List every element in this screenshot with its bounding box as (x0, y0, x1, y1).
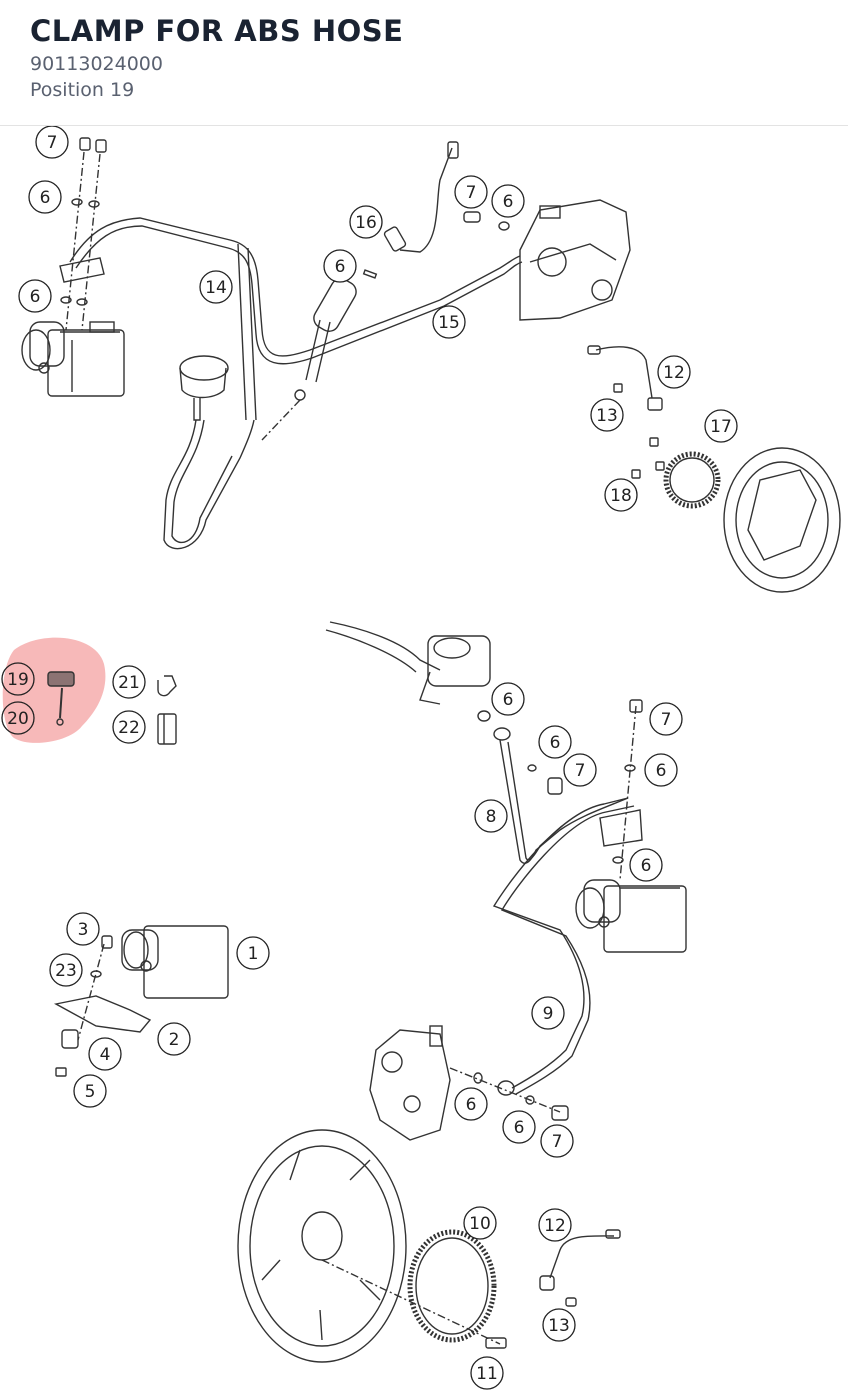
callout-label: 10 (469, 1214, 491, 1234)
callout-label: 4 (100, 1045, 111, 1065)
callout-2: 2 (157, 1022, 191, 1056)
callout-label: 7 (47, 133, 58, 153)
callout-label: 9 (543, 1004, 554, 1024)
callout-label: 11 (476, 1364, 498, 1384)
callout-6: 6 (491, 682, 525, 716)
callout-label: 7 (575, 761, 586, 781)
clamp-part-21 (157, 675, 177, 697)
callout-label: 13 (548, 1316, 570, 1336)
callout-23: 23 (49, 953, 83, 987)
callout-12: 12 (538, 1208, 572, 1242)
clip-part-22 (157, 713, 177, 745)
callout-11: 11 (470, 1356, 504, 1390)
callout-7: 7 (649, 702, 683, 736)
callout-13: 13 (542, 1308, 576, 1342)
callout-label: 18 (610, 486, 632, 506)
callout-1: 1 (236, 936, 270, 970)
callout-label: 6 (30, 287, 41, 307)
callout-6: 6 (323, 249, 357, 283)
callout-label: 6 (466, 1095, 477, 1115)
clamp-part-19 (47, 671, 75, 687)
callout-label: 12 (544, 1216, 566, 1236)
abs-unit-rear (21, 321, 125, 397)
callout-6: 6 (18, 279, 52, 313)
callout-label: 1 (248, 944, 259, 964)
callout-14: 14 (199, 270, 233, 304)
callout-7: 7 (454, 175, 488, 209)
callout-label: 6 (40, 188, 51, 208)
callout-5: 5 (73, 1074, 107, 1108)
callout-9: 9 (531, 996, 565, 1030)
callout-7: 7 (540, 1124, 574, 1158)
callout-7: 7 (563, 753, 597, 787)
callout-6: 6 (629, 848, 663, 882)
part-number: 90113024000 (30, 53, 163, 75)
callout-label: 12 (663, 363, 685, 383)
callout-label: 3 (78, 920, 89, 940)
callout-6: 6 (502, 1110, 536, 1144)
abs-unit-front (575, 879, 687, 953)
callout-13: 13 (590, 398, 624, 432)
callout-6: 6 (644, 753, 678, 787)
callout-label: 6 (550, 733, 561, 753)
callout-20: 20 (1, 701, 35, 735)
callout-label: 8 (486, 807, 497, 827)
position-label: Position 19 (30, 79, 135, 101)
exploded-parts-diagram: 7661416676151213171819202122667768632312… (1, 126, 841, 1390)
callout-22: 22 (112, 710, 146, 744)
callout-label: 20 (7, 709, 29, 729)
callout-label: 19 (7, 670, 29, 690)
callout-12: 12 (657, 355, 691, 389)
callout-6: 6 (28, 180, 62, 214)
callout-label: 6 (656, 761, 667, 781)
screw-part-20 (59, 687, 63, 719)
callout-label: 7 (661, 710, 672, 730)
callout-3: 3 (66, 912, 100, 946)
front-brake-lever (325, 621, 491, 705)
part-header: CLAMP FOR ABS HOSE 90113024000 Position … (0, 0, 848, 126)
callout-6: 6 (454, 1087, 488, 1121)
callout-label: 13 (596, 406, 618, 426)
callout-label: 17 (710, 417, 732, 437)
abs-bracket-assembly (53, 925, 229, 1077)
callout-label: 7 (466, 183, 477, 203)
callout-label: 6 (514, 1118, 525, 1138)
callout-label: 6 (641, 856, 652, 876)
callout-7: 7 (35, 126, 69, 159)
front-caliper (369, 1025, 451, 1141)
callout-17: 17 (704, 409, 738, 443)
callout-label: 23 (55, 961, 77, 981)
callout-label: 16 (355, 213, 377, 233)
callout-label: 14 (205, 278, 227, 298)
callout-label: 15 (438, 313, 460, 333)
front-brake-disc (237, 1129, 407, 1363)
callout-18: 18 (604, 478, 638, 512)
callout-10: 10 (463, 1206, 497, 1240)
callout-label: 6 (335, 257, 346, 277)
callout-label: 2 (169, 1030, 180, 1050)
callout-label: 6 (503, 690, 514, 710)
rear-caliper (519, 199, 631, 321)
callout-6: 6 (538, 725, 572, 759)
callout-16: 16 (349, 205, 383, 239)
callout-label: 7 (552, 1132, 563, 1152)
callout-19: 19 (1, 662, 35, 696)
rear-master-cylinder (261, 278, 357, 441)
callout-8: 8 (474, 799, 508, 833)
callout-label: 22 (118, 718, 140, 738)
callout-15: 15 (432, 305, 466, 339)
callout-label: 21 (118, 673, 140, 693)
highlight-position-19 (2, 637, 106, 743)
rear-brake-disc (723, 447, 841, 593)
callout-4: 4 (88, 1037, 122, 1071)
callout-label: 6 (503, 192, 514, 212)
callout-6: 6 (491, 184, 525, 218)
callout-21: 21 (112, 665, 146, 699)
page-title: CLAMP FOR ABS HOSE (30, 14, 404, 48)
brake-fluid-reservoir (179, 355, 229, 421)
callout-label: 5 (85, 1082, 96, 1102)
